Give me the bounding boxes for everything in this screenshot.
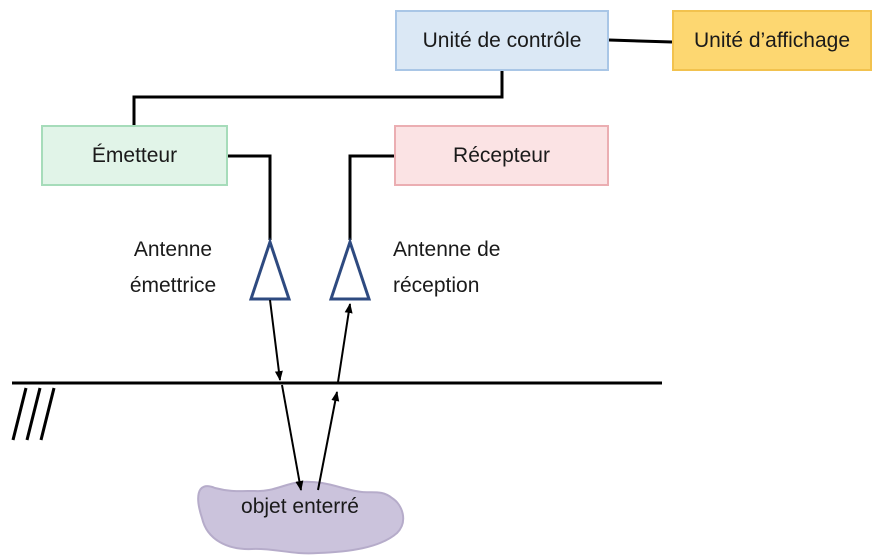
control-unit-label: Unité de contrôle [422,28,582,52]
buried-object-shape [197,480,405,555]
receive-antenna-label-line2: réception [393,274,480,297]
transmit-antenna-label-line1: Antenne [133,238,213,261]
receiver-label: Récepteur [453,143,550,167]
receiver-box: Récepteur [394,125,609,186]
control-unit-box: Unité de contrôle [395,10,609,71]
receive-antenna-label: Antenne de réception [393,232,533,304]
emitted-wave-air-arrow [269,299,283,381]
receive-antenna-label-line1: Antenne de [393,238,501,261]
control-bus-connector [132,71,504,125]
transmit-antenna-icon [248,237,292,301]
reflected-wave-ground-arrow [317,391,340,491]
buried-object-label: objet enterré [241,495,359,518]
receive-antenna-icon [328,237,372,301]
ground-hatch-icon [11,387,56,441]
reflected-wave-air-arrow [337,303,353,383]
emitter-antenna-connector [228,154,272,240]
emitter-box: Émetteur [41,125,228,186]
control-display-connector [608,38,673,44]
display-unit-box: Unité d’affichage [672,10,872,71]
transmit-antenna-label-line2: émettrice [129,274,217,297]
receiver-antenna-connector [348,154,394,240]
display-unit-label: Unité d’affichage [693,28,851,52]
emitter-label: Émetteur [91,143,178,167]
emitted-wave-ground-arrow [281,384,304,491]
transmit-antenna-label: Antenne émettrice [118,232,228,304]
